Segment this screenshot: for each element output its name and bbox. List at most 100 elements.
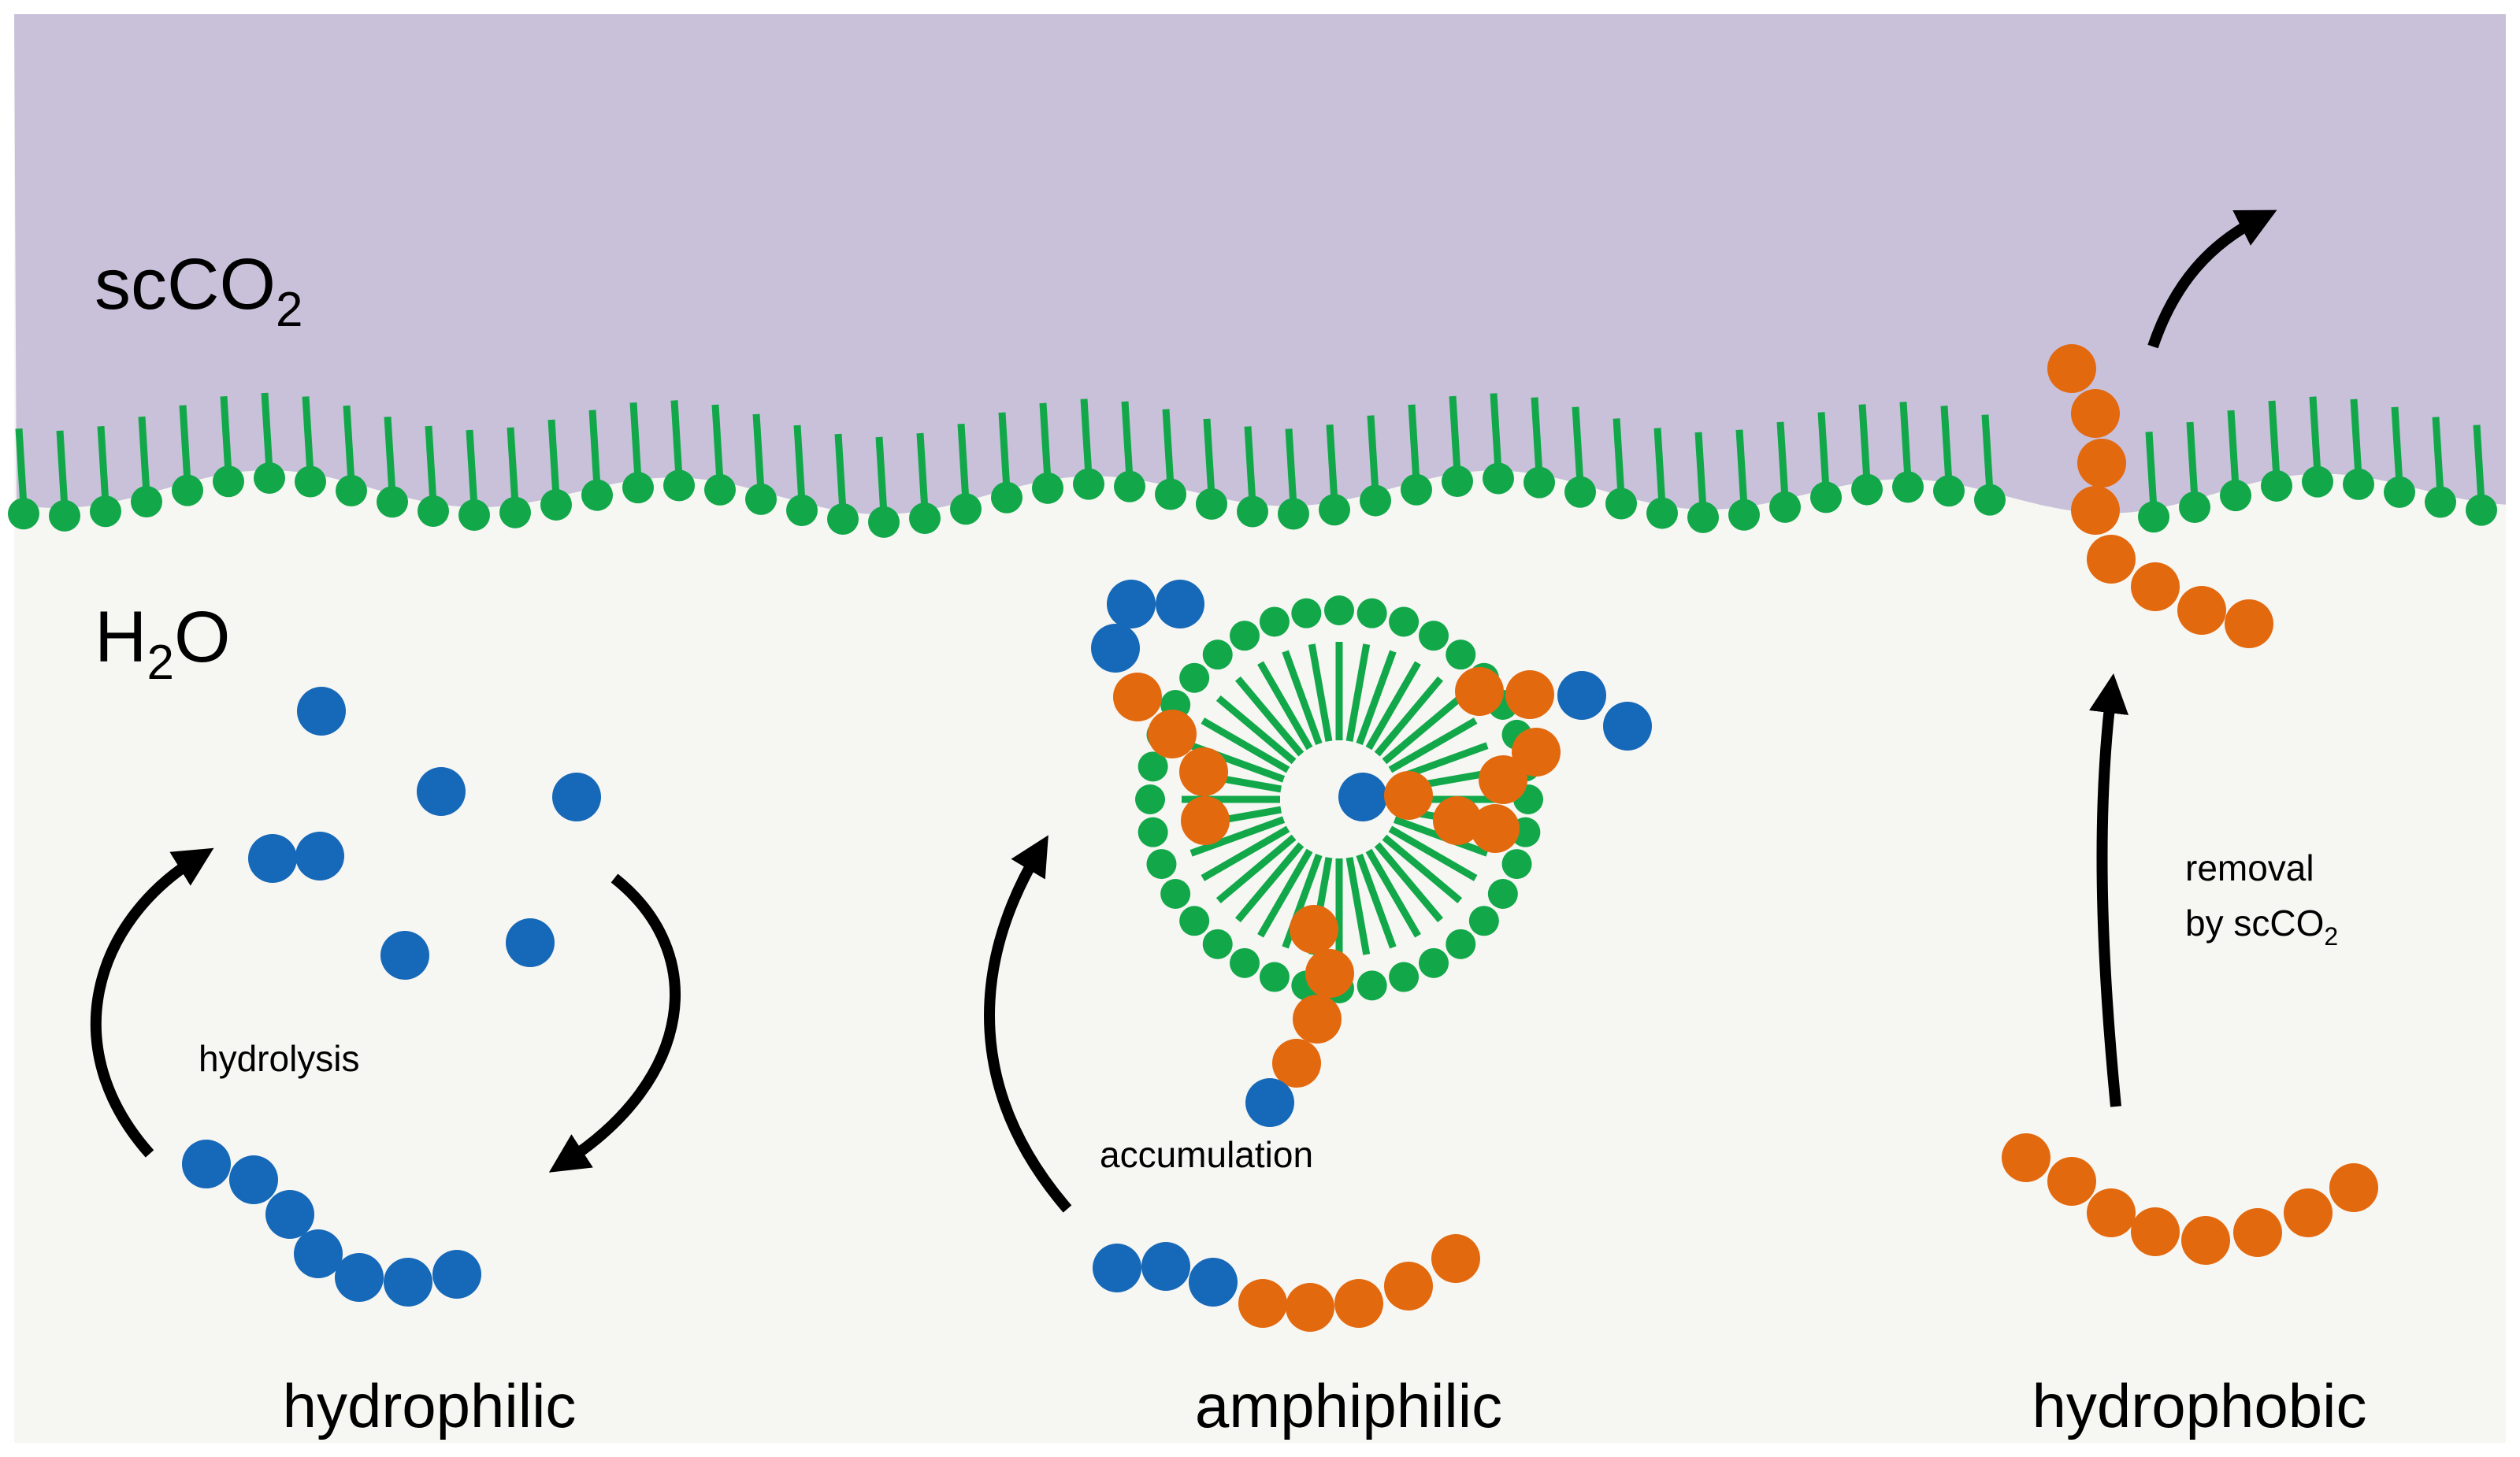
- surfactant-molecule: [1974, 414, 2006, 516]
- hydrophobic-unit: [2087, 535, 2136, 584]
- micelle-surfactant: [1345, 598, 1387, 742]
- hydrophobic-caption: hydrophobic: [2032, 1371, 2367, 1440]
- hydrophilic-fragment: [248, 832, 344, 883]
- hydrolysis-label: hydrolysis: [199, 1038, 360, 1079]
- hydrophobic-unit: [1471, 804, 1520, 853]
- surfactant-molecule: [1564, 406, 1596, 508]
- hydrophobic-unit: [1384, 1262, 1433, 1311]
- surfactant-molecule: [2425, 417, 2456, 518]
- surfactant-molecule: [704, 404, 736, 506]
- hydrophilic-unit: [1141, 1242, 1190, 1291]
- accumulation-label: accumulation: [1100, 1134, 1313, 1175]
- hydrophilic-unit: [417, 767, 466, 816]
- hydrophilic-unit: [182, 1140, 231, 1188]
- surfactant-molecule: [1032, 402, 1063, 504]
- accumulation-arrow: [984, 835, 1072, 1213]
- hydrophobic-polymer-chain: [2002, 1133, 2378, 1265]
- removal-arrow: [2088, 673, 2129, 1107]
- hydrophilic-unit: [1091, 624, 1140, 673]
- hydrophobic-unit: [1272, 1039, 1321, 1088]
- hydrophilic-unit: [1557, 671, 1606, 720]
- surfactant-molecule: [499, 427, 531, 528]
- micelle-surfactant: [1365, 621, 1449, 751]
- hydrophobic-unit: [2233, 1208, 2282, 1257]
- interface-surfactant-monolayer: [8, 392, 2497, 538]
- hydrophobic-unit: [2225, 599, 2273, 648]
- surfactant-molecule: [950, 423, 982, 525]
- hydrophobic-unit: [2177, 586, 2226, 635]
- surfactant-molecule: [1360, 415, 1391, 517]
- surfactant-molecule: [254, 392, 285, 495]
- surfactant-molecule: [8, 428, 39, 530]
- surfactant-molecule: [1646, 428, 1678, 529]
- surfactant-molecule: [1278, 428, 1309, 530]
- hydrophobic-unit: [1384, 771, 1433, 820]
- hydrophilic-unit: [506, 918, 555, 967]
- surfactant-molecule: [1073, 399, 1104, 500]
- hydrophilic-unit: [1603, 702, 1652, 751]
- hydrophobic-unit: [1181, 796, 1230, 845]
- escape-arrow: [2147, 209, 2277, 349]
- hydrophilic-fragment: [417, 767, 466, 816]
- surfactant-molecule: [581, 410, 613, 511]
- surfactant-molecule: [1687, 432, 1719, 533]
- surfactant-molecule: [131, 416, 162, 518]
- surfactant-molecule: [2261, 400, 2292, 502]
- surfactant-molecule: [622, 402, 654, 504]
- removal-label-subscript: 2: [2324, 922, 2338, 951]
- surfactant-molecule: [1810, 412, 1842, 513]
- surfactant-molecule: [1892, 402, 1924, 503]
- amphiphilic-chain-in-micelle: [1245, 905, 1354, 1127]
- micelle-surfactant: [1374, 640, 1476, 757]
- hydrophobic-unit: [1455, 667, 1504, 716]
- amphiphilic-caption: amphiphilic: [1195, 1371, 1502, 1440]
- micelle-surfactant: [1291, 598, 1333, 742]
- surfactant-molecule: [909, 432, 941, 535]
- surfactant-molecule: [2138, 432, 2169, 533]
- hydrophobic-unit: [1113, 673, 1162, 721]
- surfactant-molecule: [49, 430, 80, 532]
- surfactant-molecule: [336, 405, 367, 507]
- hydrophobic-unit: [1433, 796, 1482, 845]
- micelle-surfactant: [1160, 825, 1290, 909]
- surfactant-molecule: [1155, 409, 1186, 510]
- surfactant-molecule: [1851, 404, 1883, 506]
- surfactant-molecule: [1605, 418, 1637, 520]
- micelle-surfactant: [1259, 606, 1323, 746]
- removal-label-line2: by scCO2: [2185, 903, 2338, 951]
- surfactant-molecule: [213, 395, 244, 498]
- surfactant-molecule: [1237, 426, 1268, 528]
- hydrophobic-unit: [1479, 755, 1527, 804]
- hydrolysis-arrow-left: [90, 847, 214, 1158]
- hydrophilic-unit: [380, 931, 429, 980]
- hydrophilic-unit: [295, 832, 344, 881]
- surfactant-molecule: [868, 436, 900, 538]
- hydrophilic-fragment: [552, 773, 601, 821]
- amphiphilic-polymer-chain: [1093, 1234, 1480, 1332]
- hydrophobic-unit: [1305, 949, 1354, 998]
- surfactant-molecule: [663, 400, 695, 502]
- hydrophobic-unit: [1238, 1279, 1287, 1328]
- water-subscript: 2: [147, 636, 173, 690]
- micelle-surfactant: [1230, 848, 1313, 978]
- micelle-surfactant: [1382, 834, 1499, 936]
- surfactant-molecule: [1442, 395, 1473, 498]
- hydrophilic-unit: [1107, 580, 1156, 628]
- surfactant-molecule: [295, 396, 326, 498]
- surfactant-molecule: [418, 425, 449, 527]
- micelle-surfactant: [1388, 825, 1518, 909]
- hydrophilic-caption: hydrophilic: [283, 1371, 577, 1440]
- micelle-surfactant: [1345, 857, 1387, 1001]
- hydrophobic-unit: [2002, 1133, 2051, 1182]
- surfactant-molecule: [1196, 418, 1227, 520]
- hydrophobic-unit: [1290, 905, 1338, 954]
- removal-label-line1: removal: [2185, 847, 2314, 888]
- hydrophilic-fragment: [506, 918, 555, 967]
- surfactant-molecule: [1933, 406, 1965, 507]
- hydrophilic-fragment: [380, 931, 429, 980]
- amphiphilic-chain-in-micelle: [1338, 667, 1652, 853]
- hydrophilic-unit: [297, 687, 346, 736]
- surfactant-molecule: [2466, 424, 2497, 526]
- hydrophobic-unit: [2131, 1207, 2180, 1256]
- surfactant-molecule: [540, 419, 572, 521]
